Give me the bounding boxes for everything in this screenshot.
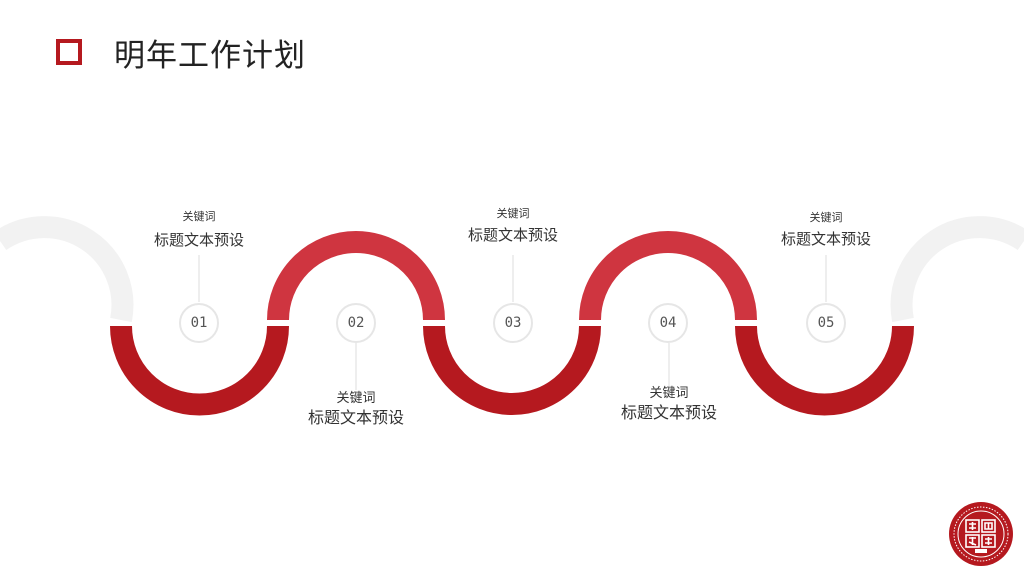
step-number-3: 03 [493, 303, 533, 343]
step-title: 标题文本预设 [153, 231, 244, 249]
page-title: 明年工作计划 [114, 38, 306, 74]
step-title: 标题文本预设 [620, 403, 717, 422]
step-title: 标题文本预设 [307, 408, 404, 427]
step-keyword: 关键词 [496, 207, 530, 220]
step-keyword: 关键词 [809, 211, 843, 224]
step-number-5: 05 [806, 303, 846, 343]
title-marker-icon [56, 39, 82, 65]
step-keyword: 关键词 [182, 210, 216, 223]
step-label-4: 关键词 标题文本预设 [609, 385, 729, 423]
step-number-4: 04 [648, 303, 688, 343]
step-label-3: 关键词 标题文本预设 [453, 206, 573, 246]
wave-arc-bottom-2 [423, 325, 601, 415]
step-number-1: 01 [179, 303, 219, 343]
wave-arc-bottom-1 [110, 325, 289, 416]
step-number-2: 02 [336, 303, 376, 343]
step-keyword: 关键词 [336, 391, 376, 406]
step-title: 标题文本预设 [780, 230, 871, 248]
wave-arc-top-2 [579, 231, 757, 321]
wave-arc-bottom-3 [735, 325, 914, 416]
step-keyword: 关键词 [649, 386, 689, 401]
step-title: 标题文本预设 [467, 226, 558, 244]
ghost-arc-right [890, 216, 1024, 323]
step-label-5: 关键词 标题文本预设 [766, 210, 886, 250]
university-seal-logo [949, 502, 1013, 566]
step-label-2: 关键词 标题文本预设 [296, 390, 416, 428]
wave-arc-top-1 [267, 231, 445, 321]
step-label-1: 关键词 标题文本预设 [139, 209, 259, 251]
ghost-arc-left [0, 216, 134, 323]
